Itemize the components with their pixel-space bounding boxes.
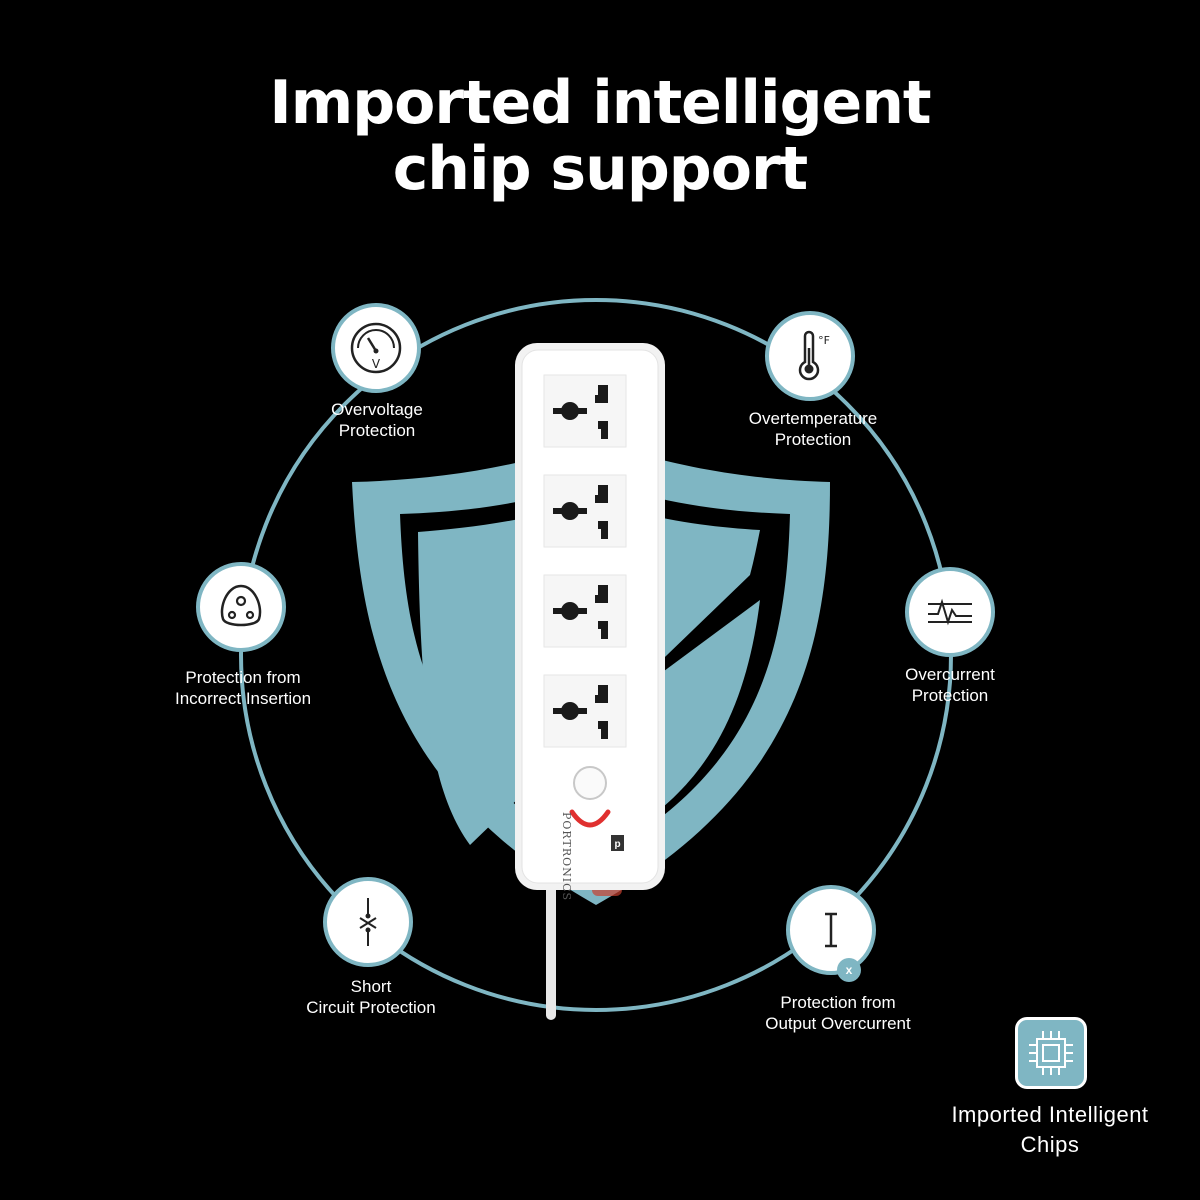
- overcurrent-badge: [905, 567, 995, 657]
- output-current-icon: [825, 912, 837, 948]
- socket-3: [543, 574, 627, 648]
- switch-indicator: [569, 809, 611, 828]
- short-circuit-badge: [323, 877, 413, 967]
- current-wave-icon: [928, 598, 972, 626]
- thermometer-icon: °F: [798, 330, 830, 381]
- overvoltage-badge: V: [331, 303, 421, 393]
- title-line-1: Imported intelligent: [269, 68, 931, 138]
- socket-pins-icon: [220, 584, 262, 627]
- socket-1: [543, 374, 627, 448]
- title-line-2: chip support: [392, 134, 809, 204]
- socket-4: [543, 674, 627, 748]
- x-mark-icon: x: [837, 958, 861, 982]
- voltmeter-icon: V: [350, 322, 402, 374]
- page-title: Imported intelligent chip support: [0, 70, 1200, 202]
- brand-logo-icon: [611, 835, 624, 851]
- svg-text:p: p: [614, 839, 620, 850]
- overtemperature-badge: °F: [765, 311, 855, 401]
- chip-badge: [1015, 1017, 1087, 1089]
- incorrect-insertion-badge: [196, 562, 286, 652]
- socket-2: [543, 474, 627, 548]
- chip-icon: [1029, 1031, 1073, 1075]
- output-overcurrent-badge: [786, 885, 876, 975]
- brand-name: PORTRONICS: [560, 812, 573, 902]
- svg-text:V: V: [372, 357, 381, 371]
- short-circuit-icon: [359, 898, 377, 946]
- power-switch: [573, 766, 607, 800]
- svg-text:°F: °F: [818, 334, 830, 347]
